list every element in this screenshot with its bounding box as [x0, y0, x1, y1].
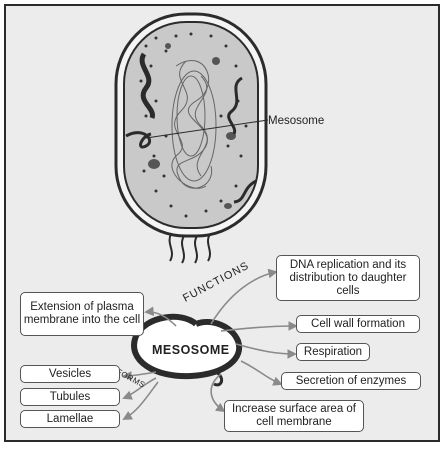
- function-box-cell-wall: Cell wall formation: [296, 315, 420, 333]
- diagram-canvas: [114, 12, 298, 420]
- function-box-surface-area: Increase surface area of cell membrane: [224, 400, 364, 432]
- mesosome-fold-lower: [233, 179, 257, 204]
- form-box-vesicles: Vesicles: [20, 365, 120, 383]
- forms-connectors: [122, 371, 159, 420]
- bacterial-cell: [114, 12, 269, 264]
- nucleoid: [171, 60, 217, 189]
- central-mesosome-loop: [131, 313, 243, 387]
- extension-box: Extension of plasma membrane into the ce…: [20, 292, 144, 336]
- mesosome-fold-left: [125, 131, 152, 149]
- form-box-lamellae: Lamellae: [20, 410, 120, 428]
- form-box-tubules: Tubules: [20, 388, 120, 406]
- function-box-respiration: Respiration: [296, 343, 370, 361]
- flagella: [168, 233, 211, 264]
- ribosomes: [139, 32, 248, 218]
- inclusions: [148, 43, 236, 209]
- cytoplasm: [123, 21, 259, 229]
- mesosome-cell-label: Mesosome: [268, 115, 325, 127]
- function-box-dna-replication: DNA replication and its distribution to …: [276, 255, 420, 301]
- diagram-frame: Mesosome FUNCTIONS FORMS MESOSOME Extens…: [4, 4, 440, 442]
- function-connectors: [144, 268, 298, 413]
- label-pointer: [145, 119, 269, 139]
- function-box-secretion: Secretion of enzymes: [281, 372, 421, 390]
- mesosome-fold-top: [139, 52, 155, 119]
- center-mesosome-label: MESOSOME: [152, 343, 230, 357]
- mesosome-fold-right: [227, 76, 243, 135]
